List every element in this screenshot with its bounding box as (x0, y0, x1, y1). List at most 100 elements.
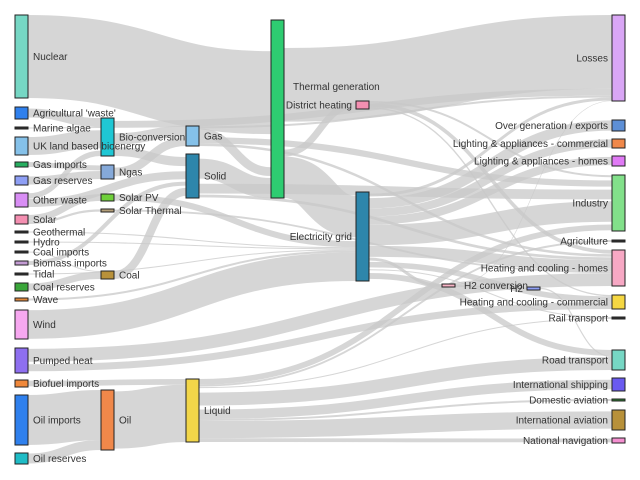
node-oil-imports[interactable] (14, 394, 29, 446)
link-thermal_generation-to-district_heating (283, 101, 357, 157)
node-liquid[interactable] (185, 378, 200, 443)
node-solar[interactable] (14, 214, 29, 225)
node-ag-waste[interactable] (14, 106, 29, 120)
label-ngas: Ngas (119, 168, 142, 179)
label-rail-transport: Rail transport (549, 314, 609, 325)
label-over-generation: Over generation / exports (495, 121, 608, 132)
node-biofuel-imports[interactable] (14, 379, 29, 388)
node-pumped-heat[interactable] (14, 347, 29, 374)
node-ngas[interactable] (100, 164, 115, 180)
node-h2-conversion[interactable] (441, 283, 456, 288)
link-liquid-to-road_transport (198, 357, 613, 406)
node-gas[interactable] (185, 125, 200, 147)
node-electricity-grid[interactable] (355, 191, 370, 282)
node-bio-conversion[interactable] (100, 117, 115, 157)
link-biomass_imports-to-solid (27, 181, 187, 265)
link-marine_algae-to-bio_conversion (27, 127, 102, 129)
label-international-aviation: International aviation (516, 416, 608, 427)
node-oil-reserves[interactable] (14, 452, 29, 465)
node-industry[interactable] (611, 174, 626, 232)
link-liquid-to-agriculture (198, 240, 613, 387)
node-over-generation[interactable] (611, 119, 626, 132)
link-liquid-to-industry (198, 224, 613, 385)
sankey-nodes (14, 14, 626, 465)
link-h2-to-road_transport (539, 287, 613, 358)
node-solid[interactable] (185, 153, 200, 199)
node-heating-commercial[interactable] (611, 294, 626, 310)
node-rail-transport[interactable] (611, 316, 626, 320)
label-h2-conversion: H2 conversion (464, 281, 528, 292)
node-lighting-commercial[interactable] (611, 138, 626, 149)
label-international-shipping: International shipping (513, 380, 608, 391)
label-gas-imports: Gas imports (33, 160, 87, 171)
node-lighting-homes[interactable] (611, 155, 626, 167)
node-biomass-imports[interactable] (14, 260, 29, 266)
label-tidal: Tidal (33, 270, 54, 281)
node-other-waste[interactable] (14, 192, 29, 208)
node-heating-homes[interactable] (611, 249, 626, 287)
node-oil[interactable] (100, 389, 115, 451)
node-agriculture[interactable] (611, 239, 626, 243)
label-lighting-homes: Lighting & appliances - homes (474, 157, 608, 168)
node-solar-thermal[interactable] (100, 208, 115, 213)
link-wave-to-electricity_grid (27, 250, 357, 301)
label-hydro: Hydro (33, 238, 60, 249)
label-district-heating: District heating (286, 101, 352, 112)
label-bio-conversion: Bio-conversion (119, 133, 185, 144)
node-h2[interactable] (526, 286, 541, 291)
link-thermal_generation-to-losses (283, 15, 613, 122)
label-solar-pv: Solar PV (119, 193, 159, 204)
link-solar-to-solar_pv (27, 194, 102, 222)
label-coal: Coal (119, 271, 140, 282)
label-industry: Industry (572, 199, 608, 210)
label-thermal-generation: Thermal generation (293, 82, 380, 93)
node-domestic-aviation[interactable] (611, 398, 626, 402)
node-losses[interactable] (611, 14, 626, 102)
link-electricity_grid-to-lighting_homes (368, 156, 613, 225)
node-hydro[interactable] (14, 240, 29, 244)
link-oil-to-liquid (113, 384, 187, 449)
node-marine-algae[interactable] (14, 126, 29, 130)
node-national-navigation[interactable] (611, 437, 626, 444)
node-gas-reserves[interactable] (14, 175, 29, 186)
link-ag_waste-to-bio_conversion (27, 108, 102, 128)
node-road-transport[interactable] (611, 349, 626, 371)
label-nuclear: Nuclear (33, 52, 68, 63)
sankey-links (27, 15, 613, 464)
link-liquid-to-international_aviation (198, 411, 613, 439)
node-gas-imports[interactable] (14, 161, 29, 168)
node-coal-imports[interactable] (14, 250, 29, 254)
node-nuclear[interactable] (14, 14, 29, 99)
node-uk-bio[interactable] (14, 136, 29, 156)
node-thermal-generation[interactable] (270, 19, 285, 199)
node-international-shipping[interactable] (611, 377, 626, 392)
node-coal-reserves[interactable] (14, 282, 29, 292)
link-gas_imports-to-ngas (27, 162, 102, 171)
link-oil_reserves-to-oil (27, 440, 102, 464)
link-nuclear-to-thermal_generation (27, 15, 272, 135)
node-wave[interactable] (14, 297, 29, 302)
node-international-aviation[interactable] (611, 409, 626, 431)
node-coal[interactable] (100, 270, 115, 280)
node-geothermal[interactable] (14, 230, 29, 234)
link-solar-to-solar_thermal (27, 209, 102, 224)
link-electricity_grid-to-over_generation (368, 120, 613, 209)
link-liquid-to-international_shipping (198, 379, 613, 420)
label-other-waste: Other waste (33, 196, 87, 207)
label-ag-waste: Agricultural 'waste' (33, 109, 116, 120)
label-uk-bio: UK land based bioenergy (33, 142, 145, 153)
node-district-heating[interactable] (355, 100, 370, 110)
label-h2: H2 (510, 284, 523, 295)
label-pumped-heat: Pumped heat (33, 356, 93, 367)
node-wind[interactable] (14, 309, 29, 340)
link-h2_conversion-to-losses (454, 100, 613, 285)
link-liquid-to-rail_transport (198, 318, 613, 389)
label-solar-thermal: Solar Thermal (119, 206, 182, 217)
label-heating-commercial: Heating and cooling - commercial (460, 298, 608, 309)
label-losses: Losses (576, 54, 608, 65)
node-tidal[interactable] (14, 272, 29, 276)
label-solid: Solid (204, 172, 226, 183)
link-electricity_grid-to-losses (368, 97, 613, 197)
node-solar-pv[interactable] (100, 193, 115, 202)
